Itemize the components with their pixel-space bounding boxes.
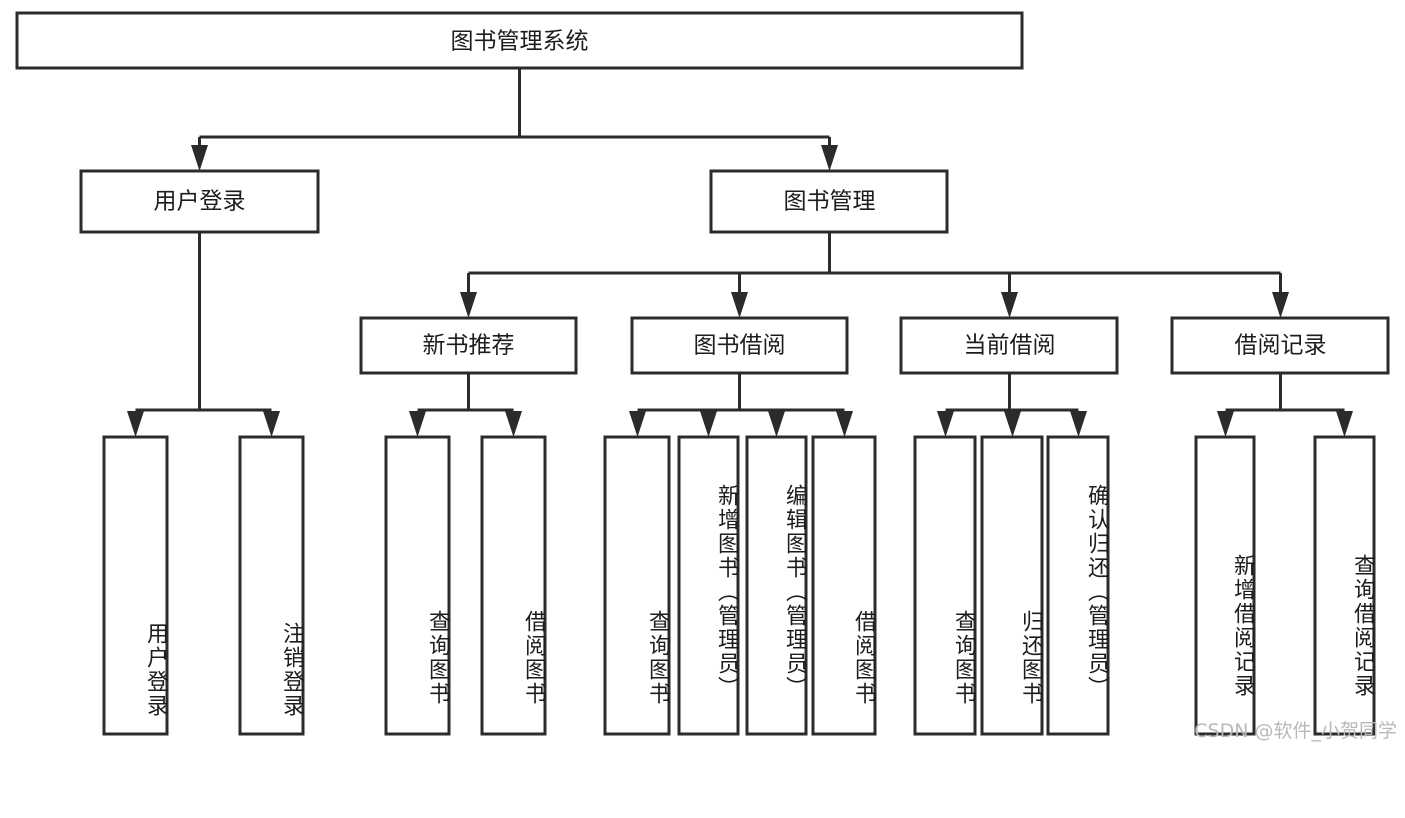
leaf-box-group: [102, 435, 1376, 736]
arrow-ul-to-leaf-logout-login: [263, 411, 280, 437]
arrow-ul-to-leaf-user-login: [127, 411, 144, 437]
flowchart-diagram: 图书管理系统 用户登录 图书管理 新书推荐 图书借阅 当前借阅 借阅记录: [15, 11, 1397, 742]
node-root-label: 图书管理系统: [451, 29, 589, 55]
arrow-bm-to-borrow-record: [1272, 292, 1289, 318]
leaf-box-edit-book-admin[interactable]: [745, 435, 808, 736]
node-new-book-recommend-box[interactable]: [359, 316, 578, 375]
node-new-book-recommend[interactable]: 新书推荐: [359, 316, 578, 375]
arrow-root-to-user-login: [191, 145, 208, 171]
arrow-bm-to-book-borrow: [731, 292, 748, 318]
node-current-borrow-box[interactable]: [899, 316, 1119, 375]
node-root-box[interactable]: [15, 11, 1024, 70]
arrow-br-to-leaf-query: [1336, 411, 1353, 437]
arrow-bb-to-leaf-add: [700, 411, 717, 437]
leaf-box-logout-login[interactable]: [238, 435, 305, 736]
leaf-box-query-book-borrow[interactable]: [603, 435, 671, 736]
arrow-cb-to-leaf-query: [937, 411, 954, 437]
arrow-bb-to-leaf-query: [629, 411, 646, 437]
csdn-watermark: CSDN @软件_小贺同学: [1194, 720, 1397, 742]
node-book-borrow-label: 图书借阅: [694, 333, 786, 359]
connector-group: [127, 68, 1353, 437]
leaf-box-query-book-recommend[interactable]: [384, 435, 451, 736]
leaf-box-return-book[interactable]: [980, 435, 1044, 736]
arrow-cb-to-leaf-return: [1004, 411, 1021, 437]
node-book-management-box[interactable]: [709, 169, 949, 234]
node-root[interactable]: 图书管理系统: [15, 11, 1024, 70]
node-book-management-label: 图书管理: [784, 189, 876, 215]
arrow-bb-to-leaf-borrow: [836, 411, 853, 437]
arrow-nbr-to-leaf-query: [409, 411, 426, 437]
node-user-login[interactable]: 用户登录: [79, 169, 320, 234]
node-borrow-record-box[interactable]: [1170, 316, 1390, 375]
leaf-box-query-borrow-record[interactable]: [1313, 435, 1376, 736]
arrow-bb-to-leaf-edit: [768, 411, 785, 437]
node-current-borrow-label: 当前借阅: [964, 333, 1056, 359]
arrow-cb-to-leaf-confirm: [1070, 411, 1087, 437]
leaf-box-add-borrow-record[interactable]: [1194, 435, 1256, 736]
leaf-box-borrow-book-recommend[interactable]: [480, 435, 547, 736]
flowchart-canvas: 图书管理系统 用户登录 图书管理 新书推荐 图书借阅 当前借阅 借阅记录: [15, 11, 1390, 736]
node-new-book-recommend-label: 新书推荐: [423, 333, 515, 359]
node-book-borrow-box[interactable]: [630, 316, 849, 375]
node-current-borrow[interactable]: 当前借阅: [899, 316, 1119, 375]
leaf-box-user-login[interactable]: [102, 435, 169, 736]
node-book-borrow[interactable]: 图书借阅: [630, 316, 849, 375]
node-user-login-box[interactable]: [79, 169, 320, 234]
arrow-br-to-leaf-add: [1217, 411, 1234, 437]
leaf-box-confirm-return-admin[interactable]: [1046, 435, 1110, 736]
node-book-management[interactable]: 图书管理: [709, 169, 949, 234]
arrow-bm-to-current-borrow: [1001, 292, 1018, 318]
node-user-login-label: 用户登录: [154, 189, 246, 215]
node-borrow-record[interactable]: 借阅记录: [1170, 316, 1390, 375]
node-borrow-record-label: 借阅记录: [1235, 333, 1327, 359]
leaf-box-query-book-current[interactable]: [913, 435, 977, 736]
leaf-box-add-book-admin[interactable]: [677, 435, 740, 736]
arrow-nbr-to-leaf-borrow: [505, 411, 522, 437]
arrow-bm-to-new-book: [460, 292, 477, 318]
leaf-box-borrow-book[interactable]: [811, 435, 877, 736]
arrow-root-to-book-management: [821, 145, 838, 171]
